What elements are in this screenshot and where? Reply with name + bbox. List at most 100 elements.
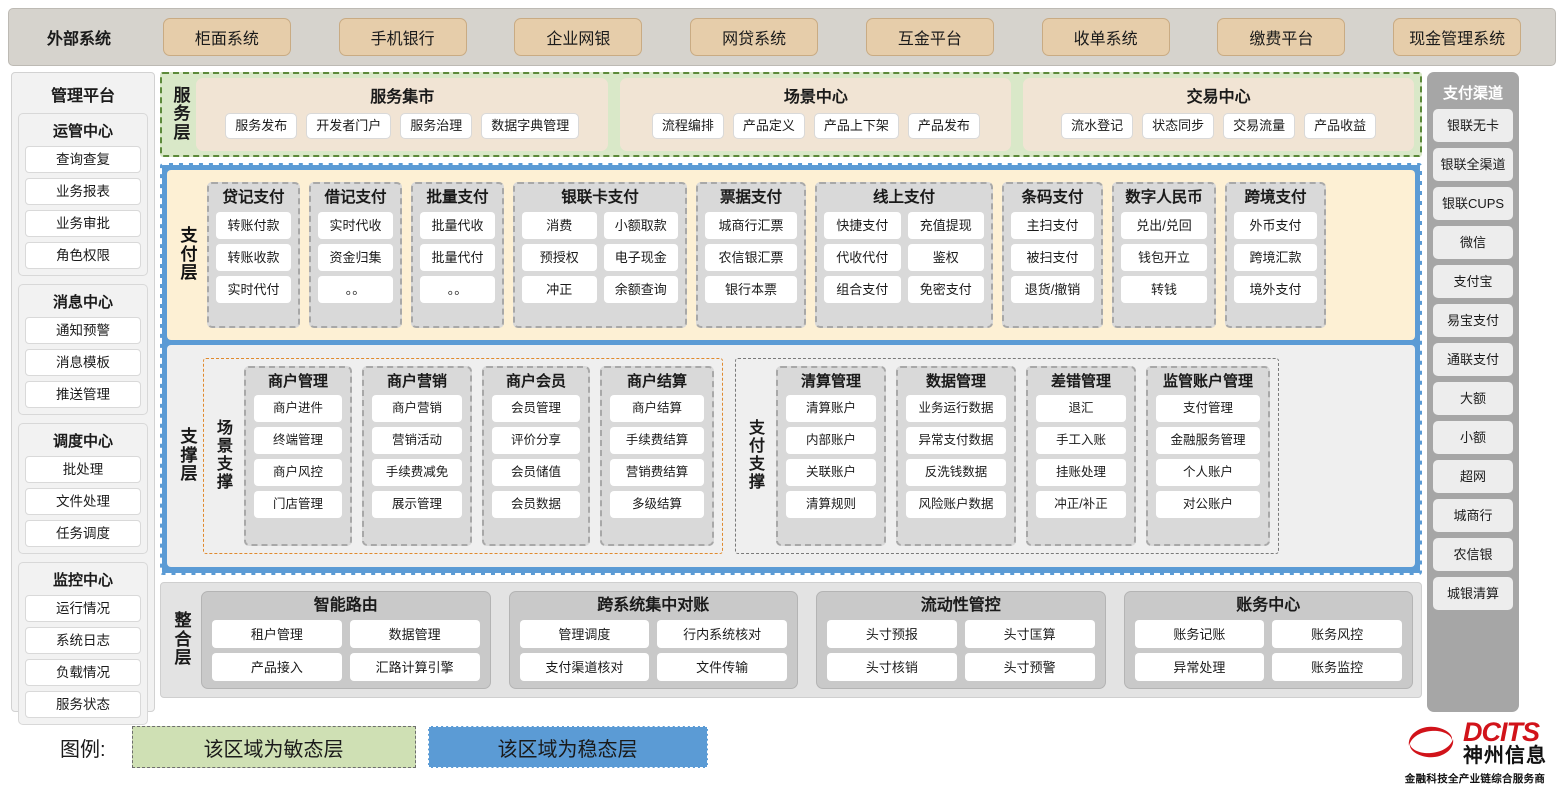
integration-item[interactable]: 头寸预报	[827, 620, 957, 648]
channel-item[interactable]: 通联支付	[1433, 343, 1513, 376]
payment-item[interactable]: 组合支付	[824, 275, 901, 303]
payment-item[interactable]: 电子现金	[603, 243, 678, 271]
payment-item[interactable]: 快捷支付	[824, 211, 901, 239]
integration-item[interactable]: 文件传输	[657, 653, 787, 681]
payment-item[interactable]: 冲正	[522, 275, 597, 303]
support-item[interactable]: 商户进件	[254, 395, 342, 422]
support-item[interactable]: 评价分享	[492, 427, 580, 454]
external-system-item[interactable]: 网贷系统	[690, 18, 819, 56]
service-item[interactable]: 开发者门户	[306, 112, 392, 139]
channel-item[interactable]: 银联无卡	[1433, 109, 1513, 142]
external-system-item[interactable]: 缴费平台	[1217, 18, 1346, 56]
support-item[interactable]: 会员数据	[492, 491, 580, 518]
mgmt-item[interactable]: 推送管理	[25, 381, 141, 408]
payment-item[interactable]: 余额查询	[603, 275, 678, 303]
support-item[interactable]: 会员储值	[492, 459, 580, 486]
payment-item[interactable]: 退货/撤销	[1011, 275, 1094, 303]
integration-item[interactable]: 账务监控	[1272, 653, 1402, 681]
payment-item[interactable]: 批量代付	[420, 243, 495, 271]
integration-item[interactable]: 头寸核销	[827, 653, 957, 681]
channel-item[interactable]: 银联CUPS	[1433, 187, 1513, 220]
mgmt-item[interactable]: 运行情况	[25, 595, 141, 622]
support-item[interactable]: 个人账户	[1156, 459, 1260, 486]
payment-item[interactable]: 代收代付	[824, 243, 901, 271]
support-item[interactable]: 手续费结算	[610, 427, 704, 454]
external-system-item[interactable]: 柜面系统	[162, 18, 291, 56]
payment-item[interactable]: 实时代付	[216, 275, 291, 303]
channel-item[interactable]: 城银清算	[1433, 577, 1513, 610]
support-item[interactable]: 展示管理	[372, 491, 462, 518]
external-system-item[interactable]: 企业网银	[514, 18, 643, 56]
support-item[interactable]: 营销费结算	[610, 459, 704, 486]
mgmt-item[interactable]: 系统日志	[25, 627, 141, 654]
integration-item[interactable]: 账务风控	[1272, 620, 1402, 648]
payment-item[interactable]: 预授权	[522, 243, 597, 271]
payment-item[interactable]: 跨境汇款	[1234, 243, 1317, 271]
payment-item[interactable]: 农信银汇票	[705, 243, 797, 271]
mgmt-item[interactable]: 业务报表	[25, 178, 141, 205]
channel-item[interactable]: 银联全渠道	[1433, 148, 1513, 181]
support-item[interactable]: 商户营销	[372, 395, 462, 422]
integration-item[interactable]: 账务记账	[1134, 620, 1265, 648]
support-item[interactable]: 门店管理	[254, 491, 342, 518]
payment-item[interactable]: 实时代收	[318, 211, 393, 239]
integration-item[interactable]: 头寸匡算	[964, 620, 1095, 648]
payment-item[interactable]: 。。	[318, 275, 393, 303]
support-item[interactable]: 清算规则	[786, 491, 876, 518]
integration-item[interactable]: 汇路计算引擎	[349, 653, 480, 681]
support-item[interactable]: 关联账户	[786, 459, 876, 486]
payment-item[interactable]: 免密支付	[907, 275, 984, 303]
support-item[interactable]: 手续费减免	[372, 459, 462, 486]
integration-item[interactable]: 产品接入	[212, 653, 342, 681]
payment-item[interactable]: 消费	[522, 211, 597, 239]
payment-item[interactable]: 转账收款	[216, 243, 291, 271]
mgmt-item[interactable]: 查询查复	[25, 146, 141, 173]
support-item[interactable]: 反洗钱数据	[906, 459, 1006, 486]
payment-item[interactable]: 境外支付	[1234, 275, 1317, 303]
mgmt-item[interactable]: 业务审批	[25, 210, 141, 237]
payment-item[interactable]: 充值提现	[907, 211, 984, 239]
payment-item[interactable]: 外币支付	[1234, 211, 1317, 239]
payment-item[interactable]: 鉴权	[907, 243, 984, 271]
payment-item[interactable]: 钱包开立	[1121, 243, 1207, 271]
external-system-item[interactable]: 现金管理系统	[1393, 18, 1522, 56]
channel-item[interactable]: 大额	[1433, 382, 1513, 415]
mgmt-item[interactable]: 负载情况	[25, 659, 141, 686]
support-item[interactable]: 商户结算	[610, 395, 704, 422]
integration-item[interactable]: 数据管理	[349, 620, 480, 648]
service-item[interactable]: 流水登记	[1061, 112, 1134, 139]
channel-item[interactable]: 超网	[1433, 460, 1513, 493]
service-item[interactable]: 服务发布	[225, 112, 298, 139]
external-system-item[interactable]: 手机银行	[338, 18, 467, 56]
support-item[interactable]: 清算账户	[786, 395, 876, 422]
support-item[interactable]: 冲正/补正	[1036, 491, 1126, 518]
service-item[interactable]: 服务治理	[400, 112, 473, 139]
service-item[interactable]: 交易流量	[1223, 112, 1296, 139]
support-item[interactable]: 会员管理	[492, 395, 580, 422]
channel-item[interactable]: 城商行	[1433, 499, 1513, 532]
integration-item[interactable]: 租户管理	[212, 620, 342, 648]
integration-item[interactable]: 异常处理	[1134, 653, 1265, 681]
service-item[interactable]: 产品上下架	[813, 112, 899, 139]
payment-item[interactable]: 城商行汇票	[705, 211, 797, 239]
payment-item[interactable]: 小额取款	[603, 211, 678, 239]
mgmt-item[interactable]: 消息模板	[25, 349, 141, 376]
payment-item[interactable]: 银行本票	[705, 275, 797, 303]
channel-item[interactable]: 农信银	[1433, 538, 1513, 571]
payment-item[interactable]: 主扫支付	[1011, 211, 1094, 239]
integration-item[interactable]: 管理调度	[519, 620, 650, 648]
mgmt-item[interactable]: 通知预警	[25, 317, 141, 344]
support-item[interactable]: 挂账处理	[1036, 459, 1126, 486]
payment-item[interactable]: 。。	[420, 275, 495, 303]
mgmt-item[interactable]: 服务状态	[25, 691, 141, 718]
support-item[interactable]: 退汇	[1036, 395, 1126, 422]
support-item[interactable]: 对公账户	[1156, 491, 1260, 518]
channel-item[interactable]: 小额	[1433, 421, 1513, 454]
service-item[interactable]: 产品发布	[907, 112, 980, 139]
support-item[interactable]: 内部账户	[786, 427, 876, 454]
support-item[interactable]: 风险账户数据	[906, 491, 1006, 518]
channel-item[interactable]: 微信	[1433, 226, 1513, 259]
service-item[interactable]: 状态同步	[1142, 112, 1215, 139]
payment-item[interactable]: 资金归集	[318, 243, 393, 271]
support-item[interactable]: 支付管理	[1156, 395, 1260, 422]
